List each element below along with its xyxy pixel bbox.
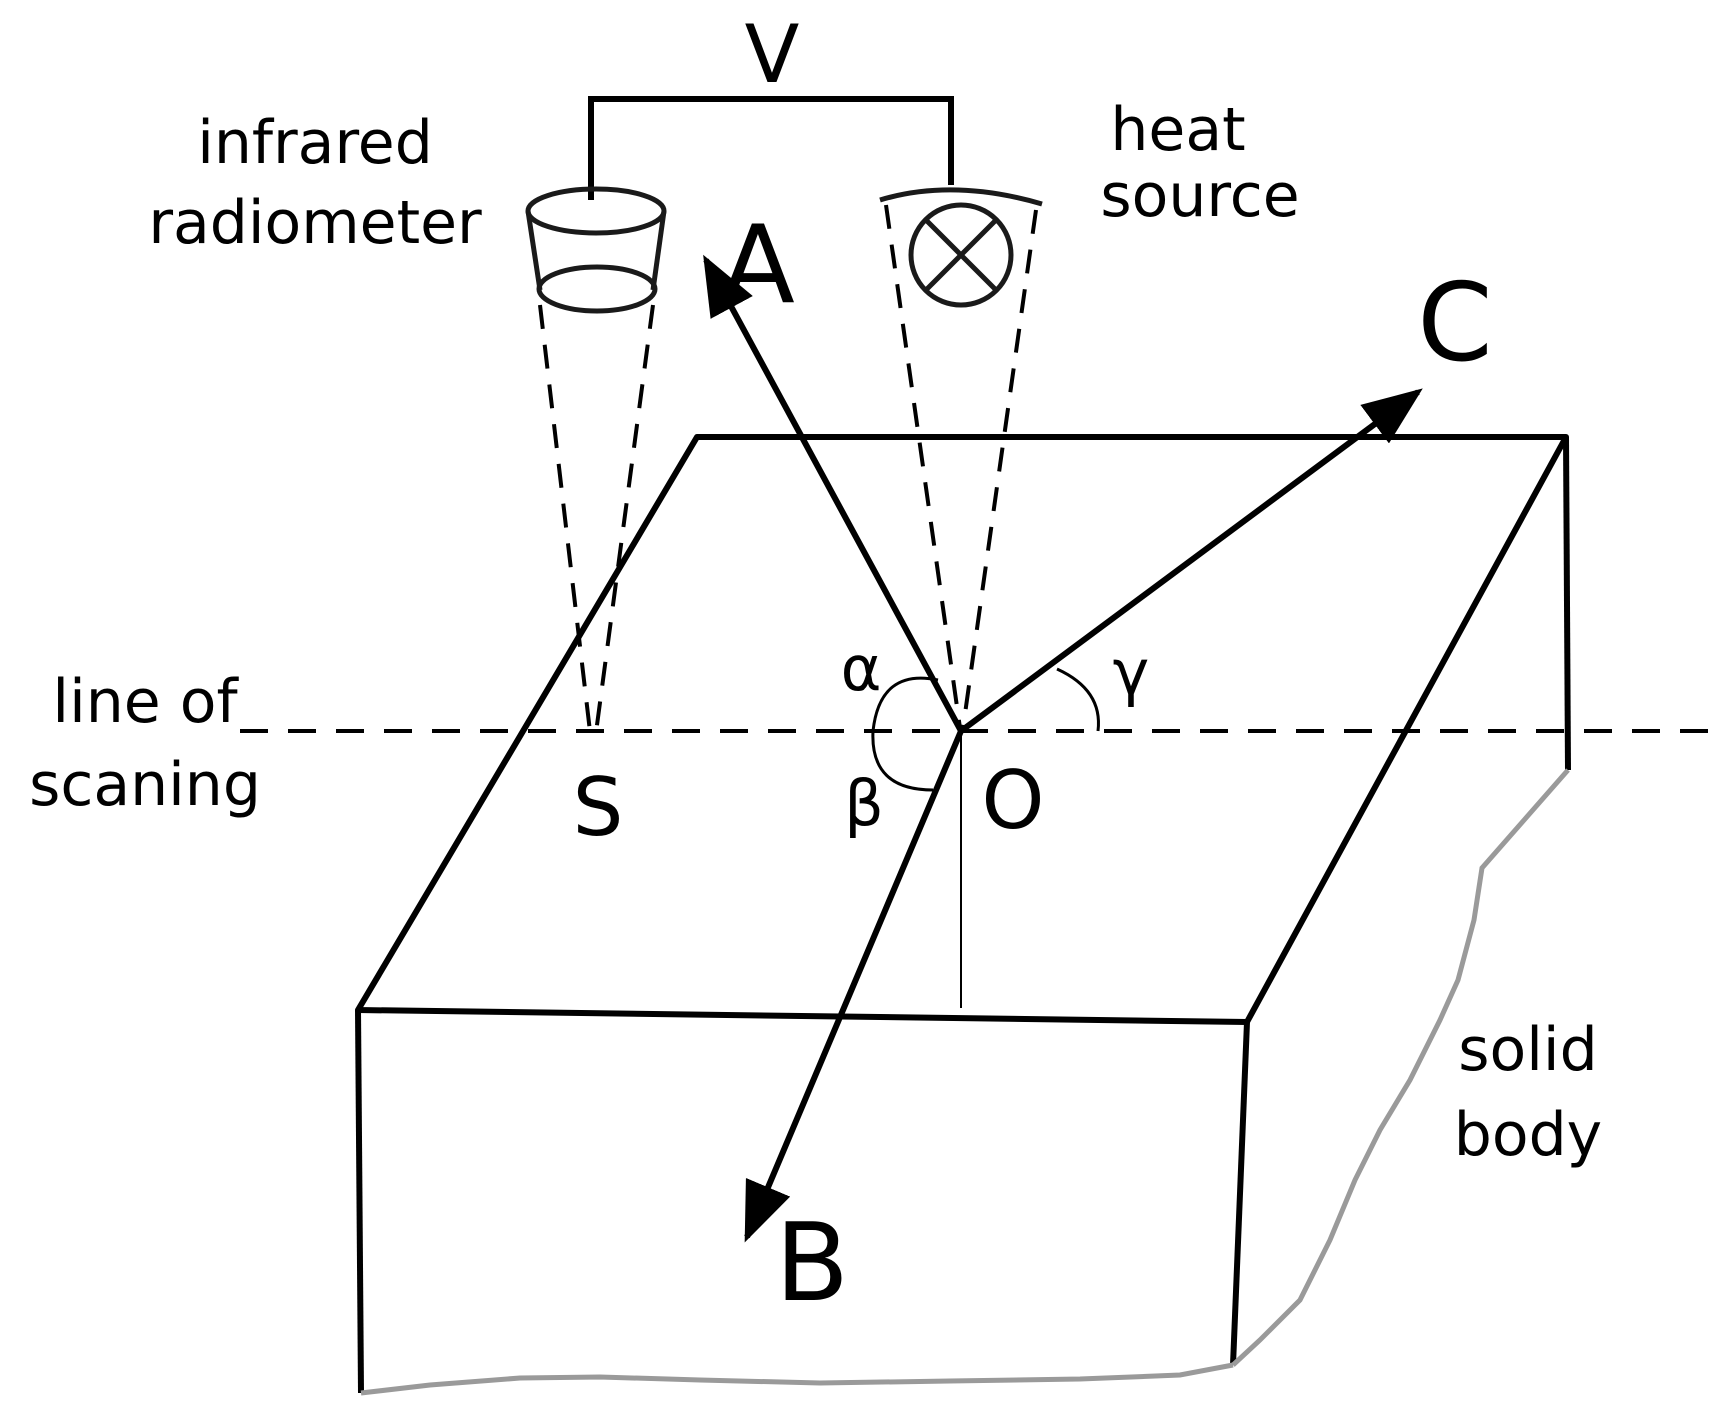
- angle-gamma-label: γ: [1113, 636, 1150, 709]
- body-broken-side-edge: [1231, 768, 1570, 1367]
- vector-oa: [703, 254, 964, 733]
- radiometer-fov-right: [593, 304, 655, 741]
- voltage-label: V: [745, 8, 800, 101]
- heat-source-label-line2: source: [1100, 161, 1299, 231]
- body-front-left-edge: [355, 1009, 364, 1394]
- radiometer-label-line1: infrared: [197, 108, 433, 178]
- scan-label-line1: line of: [52, 667, 239, 737]
- radiometer-label-line2: radiometer: [148, 188, 482, 258]
- angle-alpha-label: α: [841, 632, 882, 705]
- angle-beta-arc: [871, 730, 934, 792]
- point-o-label: O: [982, 754, 1045, 847]
- body-front-right-edge: [1230, 1021, 1250, 1366]
- heat-source-label-line1: heat: [1110, 95, 1245, 165]
- angle-gamma-arc: [1056, 667, 1100, 732]
- body-broken-bottom-edge: [360, 1362, 1234, 1396]
- heat-beam-right: [961, 209, 1038, 729]
- body-label-line2: body: [1454, 1100, 1602, 1170]
- heat-beam-left: [884, 204, 962, 729]
- point-s-label: S: [573, 761, 624, 854]
- body-back-right-edge: [1563, 436, 1571, 771]
- angle-beta-label: β: [844, 767, 884, 840]
- scan-label-line2: scaning: [29, 750, 261, 820]
- vector-ob: [744, 729, 964, 1243]
- point-b-label: B: [775, 1201, 849, 1326]
- heat-source-icon: [879, 187, 1043, 308]
- radiometer-fov-left: [538, 304, 593, 741]
- circuit-wire: [588, 96, 954, 200]
- radiometer-icon: [525, 186, 667, 314]
- point-a-label: A: [721, 203, 795, 328]
- body-label-line1: solid: [1458, 1015, 1597, 1085]
- point-c-label: C: [1417, 261, 1492, 386]
- vector-oc: [959, 388, 1423, 734]
- angle-alpha-arc: [871, 676, 939, 732]
